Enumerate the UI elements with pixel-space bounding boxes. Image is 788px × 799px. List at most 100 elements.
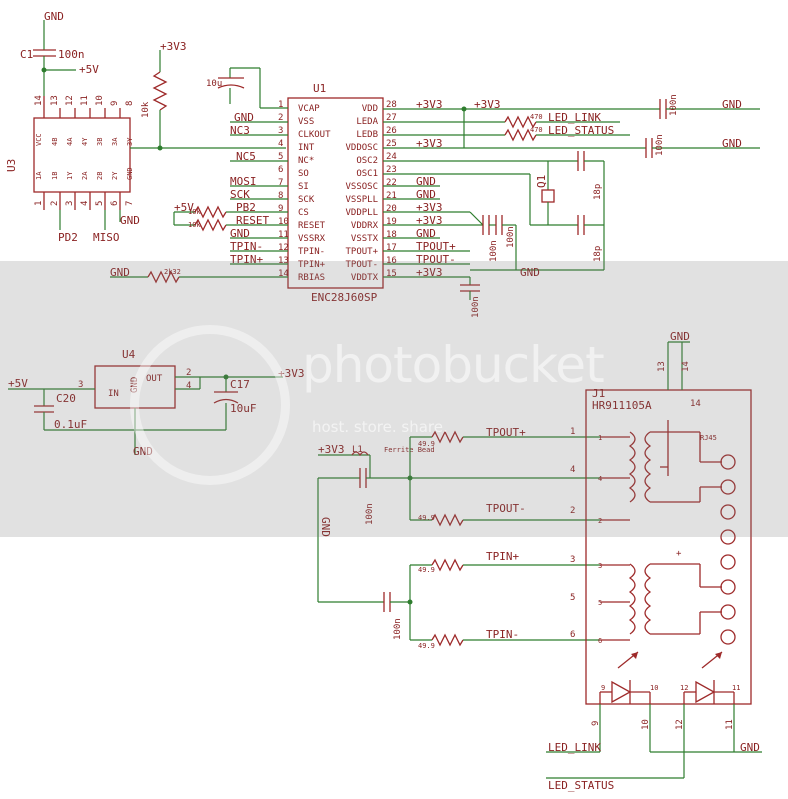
c20-value: 0.1uF [54,418,87,431]
u1-left-pin-9: 9 [278,204,283,214]
u3-net-miso: MISO [93,231,120,244]
watermark-ring [130,325,290,485]
rj45-contact-5 [720,554,736,570]
u1-right-name-VSSOSC: VSSOSC [345,182,378,192]
u1-right-pin-20: 20 [386,204,397,214]
led-pin9-inner: 9 [601,684,605,692]
u1-right-name-VDDRX: VDDRX [351,221,379,231]
u3-pin-2: 2 [50,201,60,206]
r470b-value: 470 [530,126,543,134]
u1-left-name-CS: CS [298,208,309,218]
j1-pin5-inner: 5 [598,599,602,607]
net-led-status: LED_STATUS [548,124,614,137]
net-tpin-minus-b: TPIN- [486,628,519,641]
net-tpin-minus: TPIN- [230,240,263,253]
u1-left-pin-13: 13 [278,256,289,266]
net-gnd-rbias: GND [110,266,130,279]
net-p3v3-ferrite: +3V3 [318,443,345,456]
u1-right-pin-17: 17 [386,243,397,253]
u1-right-pin-23: 23 [386,165,397,175]
c6-value: 18p [593,246,603,262]
u4-in-label: IN [108,389,119,399]
j1-pin5: 5 [570,593,575,603]
rj45-label: RJ45 [700,434,717,442]
vcap-capacitor: 10u [206,67,288,109]
r49a-value: 49.9 [418,440,435,448]
j1-pin4-inner: 4 [598,475,602,483]
u1-left-pin-10: 10 [278,217,289,227]
u1-right-pin-26: 26 [386,126,397,136]
u3-pin-13: 13 [50,95,60,106]
watermark-text: photobucket [302,336,605,394]
u1-left-pin-12: 12 [278,243,289,253]
net-gnd-leds: GND [740,741,760,754]
u3-pin-4: 4 [80,201,90,206]
r10k-resistor: +3V3 10k [130,40,286,151]
j1-pin14-inner: 14 [690,399,701,409]
net-p3v3-vddrx: +3V3 [416,214,443,227]
u1-right-pin-18: 18 [386,230,397,240]
net-p5v-reg: +5V [8,377,28,390]
p3v3-net-r10k: +3V3 [160,40,187,53]
led-pin10-inner: 10 [650,684,658,692]
u1-left-name-TPIN-: TPIN- [298,247,325,257]
u1-right-pin-15: 15 [386,269,397,279]
rj45-contact-6 [720,579,736,595]
r10k-value: 10k [141,101,151,118]
u3-pin-10: 10 [95,95,105,106]
net-tpout-plus: TPOUT+ [416,240,456,253]
j1-ref: J1 [592,387,605,400]
pullup-b-value: 10k [188,221,201,229]
u1-left-pin-1: 1 [278,100,283,110]
rj45-contact-1 [720,454,736,470]
led-pin10: 10 [641,719,651,730]
u3-name-1Y: 1Y [66,171,74,180]
u1-right-pins: 28VDD27LEDA26LEDB25VDDOSC24OSC223OSC122V… [345,100,396,283]
net-gnd-j1: GND [670,330,690,343]
net-led-link: LED_LINK [548,111,601,124]
net-reset: RESET [236,214,269,227]
u3-name-1A: 1A [35,171,43,180]
u1-right-nets: +3V3 +3V3 GND 100n LED_LINK 470 LED_STAT… [383,94,760,318]
c1-value: 100n [58,48,85,61]
u1-left-pin-8: 8 [278,191,283,201]
watermark-band [0,261,788,537]
u3-name-3Y: 3Y [126,137,134,146]
net-gnd-11: GND [230,227,250,240]
u1-right-name-VDDPLL: VDDPLL [345,208,378,218]
c5-value: 18p [593,184,603,200]
u1-left-name-NC*: NC* [298,156,314,166]
u3-ref: U3 [5,159,18,172]
u1-left-pin-2: 2 [278,113,283,123]
u1-right-pin-21: 21 [386,191,397,201]
rj45-contact-3 [720,504,736,520]
u1-left-pin-14: 14 [278,269,289,279]
led-pin12-inner: 12 [680,684,688,692]
u1-left-pin-4: 4 [278,139,283,149]
net-gnd-vsstx: GND [416,227,436,240]
u1-left-nets: GND NC3 NC5 MOSI SCK PB2 RESET GND TPIN-… [110,111,288,284]
j1-part: HR911105A [592,399,652,412]
u1-right-name-VDDOSC: VDDOSC [345,143,378,153]
net-p5v-pullups: +5V [174,201,194,214]
u3-pin-1: 1 [34,201,44,206]
net-mosi: MOSI [230,175,257,188]
u1-right-name-VDD: VDD [362,104,378,114]
u1-right-pin-25: 25 [386,139,397,149]
u1-left-name-RESET: RESET [298,221,326,231]
c20-ref: C20 [56,392,76,405]
u1-left-pin-6: 6 [278,165,283,175]
u1-left-name-SO: SO [298,169,309,179]
net-tpout-minus-b: TPOUT- [486,502,526,515]
j1-pin6-inner: 6 [598,637,602,645]
j1-rj45-connector: J1 HR911105A RJ45 GND 13 14 14 1 4 2 3 5… [546,330,762,792]
u1-left-name-CLKOUT: CLKOUT [298,130,331,140]
rj45-contact-8 [720,629,736,645]
u3-name-3B: 3B [96,138,104,146]
